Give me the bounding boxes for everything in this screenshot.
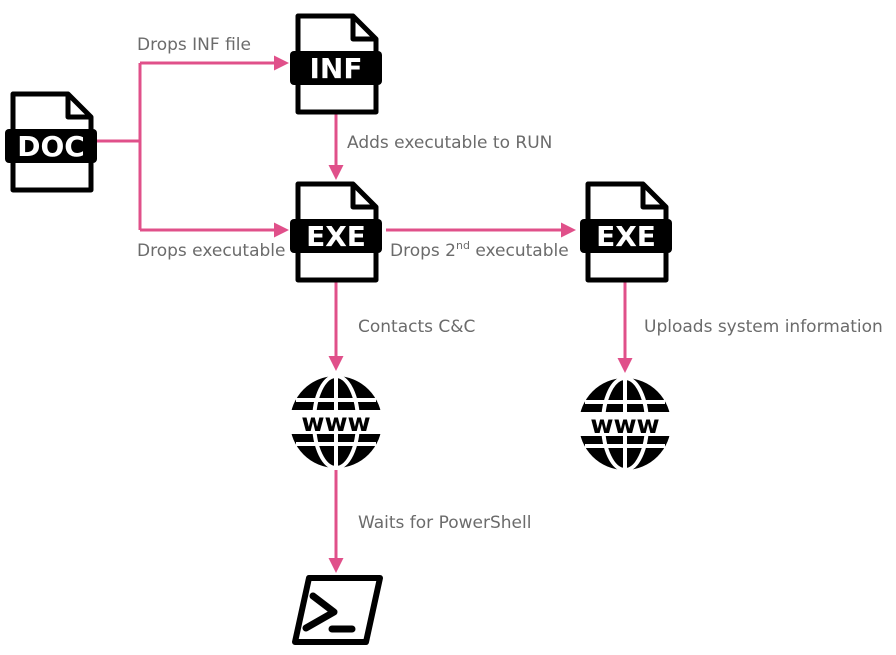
label-uploads: Uploads system information xyxy=(644,317,883,337)
www-label-1: www xyxy=(301,408,370,437)
www-label-2: www xyxy=(590,410,659,439)
doc-file-icon: DOC xyxy=(5,94,97,190)
powershell-icon xyxy=(292,575,383,645)
label-drops-inf: Drops INF file xyxy=(137,35,251,55)
label-drops-2nd: Drops 2nd executable xyxy=(390,239,569,261)
label-drops-exe: Drops executable xyxy=(137,241,286,261)
inf-file-icon: INF xyxy=(290,16,382,112)
label-adds-run: Adds executable to RUN xyxy=(347,133,552,153)
inf-badge: INF xyxy=(310,52,363,85)
label-contacts-cc: Contacts C&C xyxy=(358,317,475,337)
connectors xyxy=(96,55,633,573)
globe-icon-2: www xyxy=(573,376,677,472)
exe-badge-1: EXE xyxy=(306,220,366,253)
exe-badge-2: EXE xyxy=(596,220,656,253)
globe-icon-1: www xyxy=(284,374,388,470)
exe-file-icon-1: EXE xyxy=(290,184,382,280)
doc-badge: DOC xyxy=(17,130,85,163)
label-waits-ps: Waits for PowerShell xyxy=(358,513,531,533)
exe-file-icon-2: EXE xyxy=(580,184,672,280)
